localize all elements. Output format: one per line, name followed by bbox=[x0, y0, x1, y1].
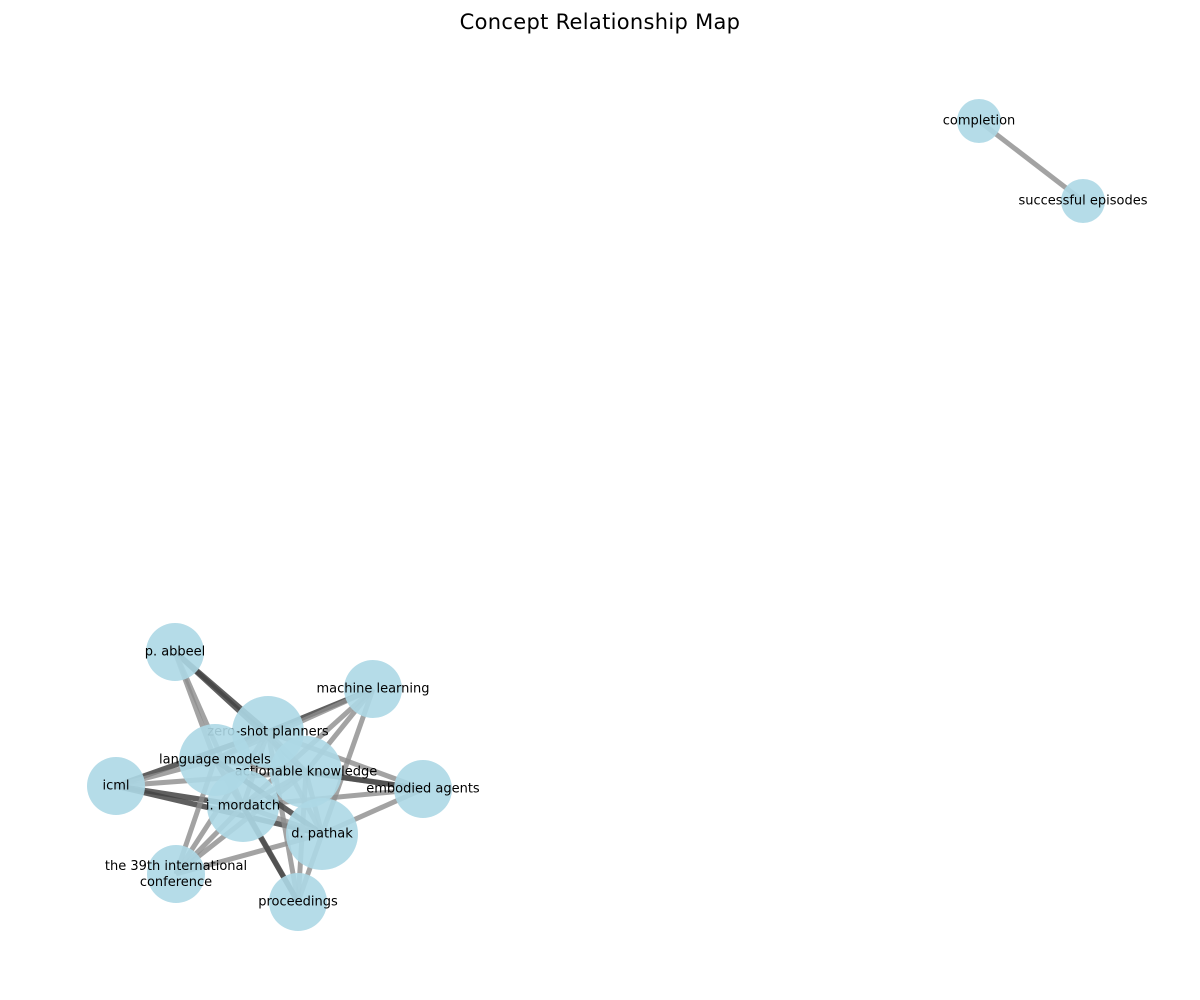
node-label-proceedings: proceedings bbox=[258, 895, 338, 910]
node-circle-d-pathak[interactable] bbox=[286, 798, 358, 870]
page-title: Concept Relationship Map bbox=[459, 10, 741, 34]
node-icml[interactable]: icml bbox=[87, 757, 145, 815]
node-actionable-knowledge[interactable]: actionable knowledge bbox=[235, 736, 377, 808]
node-circle-completion[interactable] bbox=[957, 99, 1001, 143]
nodes-layer: completion successful episodes p. abbeel ma… bbox=[87, 99, 1148, 931]
node-p-abbeel[interactable]: p. abbeel bbox=[145, 623, 206, 681]
node-label-embodied-agents: embodied agents bbox=[366, 782, 480, 797]
node-d-pathak[interactable]: d. pathak bbox=[286, 798, 358, 870]
node-circle-successful-episodes[interactable] bbox=[1061, 179, 1105, 223]
node-machine-learning[interactable]: machine learning bbox=[316, 660, 430, 718]
node-completion[interactable]: completion bbox=[943, 99, 1016, 143]
node-label-d-pathak: d. pathak bbox=[291, 827, 353, 842]
node-circle-i-mordatch[interactable] bbox=[207, 770, 279, 842]
node-circle-p-abbeel[interactable] bbox=[146, 623, 204, 681]
node-embodied-agents[interactable]: embodied agents bbox=[366, 760, 480, 818]
node-i-mordatch[interactable]: i. mordatch bbox=[206, 770, 280, 842]
node-proceedings[interactable]: proceedings bbox=[258, 873, 338, 931]
node-circle-proceedings[interactable] bbox=[269, 873, 327, 931]
node-label-i-mordatch: i. mordatch bbox=[206, 799, 280, 814]
node-successful-episodes[interactable]: successful episodes bbox=[1018, 179, 1148, 223]
node-circle-actionable-knowledge[interactable] bbox=[270, 736, 342, 808]
node-circle-icml[interactable] bbox=[87, 757, 145, 815]
node-label-p-abbeel: p. abbeel bbox=[145, 645, 206, 660]
node-label-line: conference bbox=[140, 875, 212, 890]
node-label-language-models: language models bbox=[159, 753, 271, 768]
node-circle-machine-learning[interactable] bbox=[344, 660, 402, 718]
node-label-line: the 39th international bbox=[105, 859, 247, 874]
node-label-successful-episodes: successful episodes bbox=[1018, 194, 1147, 209]
node-circle-the-39th-international-conference[interactable] bbox=[147, 845, 205, 903]
node-circle-embodied-agents[interactable] bbox=[394, 760, 452, 818]
node-label-machine-learning: machine learning bbox=[316, 682, 429, 697]
node-label-completion: completion bbox=[943, 114, 1016, 129]
node-label-actionable-knowledge: actionable knowledge bbox=[235, 765, 377, 780]
node-label-icml: icml bbox=[102, 779, 129, 794]
